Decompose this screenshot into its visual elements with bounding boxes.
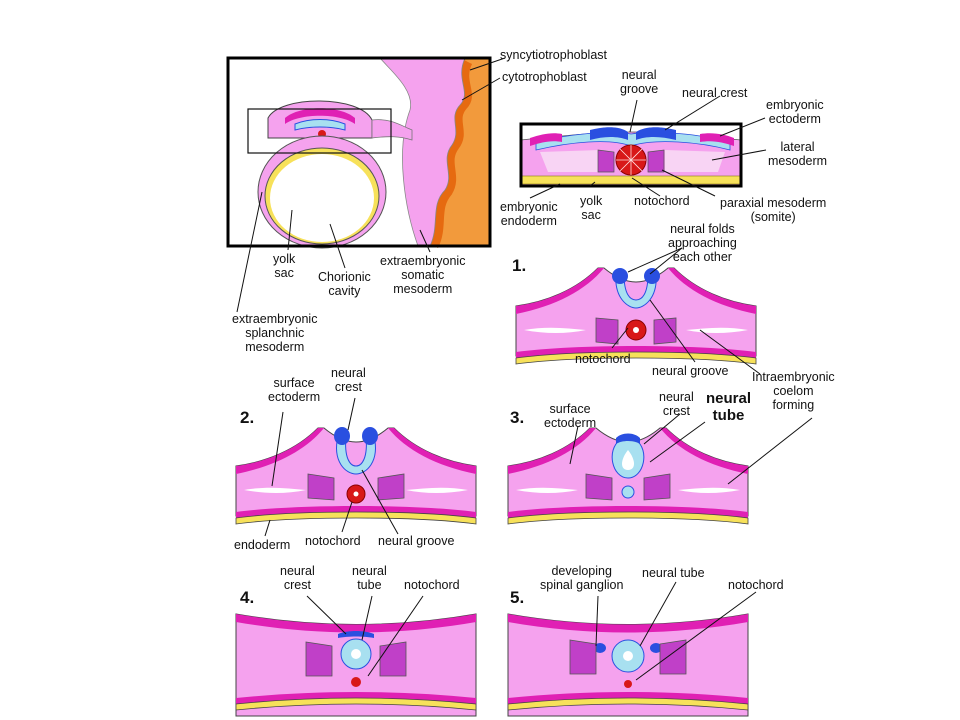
label-lateral-mesoderm: lateral mesoderm xyxy=(768,140,828,168)
label-embryonic-endoderm: embryonic endoderm xyxy=(500,200,558,228)
label-s5-neural-tube: neural tube xyxy=(642,566,705,580)
label-yolk-sac: yolk sac xyxy=(273,252,296,280)
label-s2-surface-ectoderm: surface ectoderm xyxy=(268,376,321,404)
stage2-neural-crest-right xyxy=(362,427,378,445)
label-s1-notochord: notochord xyxy=(575,352,631,366)
label-chorionic-cavity: Chorionic cavity xyxy=(318,270,371,298)
stage4-notochord xyxy=(351,677,361,687)
stage2-neural-crest-left xyxy=(334,427,350,445)
zoom-panel xyxy=(519,122,743,188)
zoom-ectoderm-cells xyxy=(530,127,734,151)
label-top-neural-groove: neural groove xyxy=(620,68,659,96)
overview-frame xyxy=(226,56,492,248)
label-s4-notochord: notochord xyxy=(404,578,460,592)
leader-lines xyxy=(236,57,813,681)
label-neural-folds: neural folds approaching each other xyxy=(668,222,737,264)
label-s2-neural-crest: neural crest xyxy=(331,366,366,394)
stage2-number: 2. xyxy=(240,408,255,427)
zoom-endoderm-row xyxy=(520,175,742,185)
overview-highlight-box xyxy=(247,108,392,154)
stage3-notochord xyxy=(621,485,635,499)
stage5-spinal-ganglion-right xyxy=(650,643,662,653)
stage5-section xyxy=(507,613,749,717)
stage1-number: 1. xyxy=(512,256,527,275)
extraembryonic-somatic-mesoderm xyxy=(379,57,466,247)
overview-embryo xyxy=(257,100,413,249)
stage1-section xyxy=(515,267,757,365)
label-intraembryonic-coelom: Intraembryonic coelom forming xyxy=(752,370,835,412)
label-paraxial-mesoderm: paraxial mesoderm (somite) xyxy=(720,196,827,224)
stage2-section xyxy=(235,427,477,525)
label-extraembryonic-somatic: extraembryonic somatic mesoderm xyxy=(380,254,466,296)
label-embryonic-ectoderm: embryonic ectoderm xyxy=(766,98,824,126)
stage1-neural-fold-right xyxy=(644,268,660,284)
label-syncytiotrophoblast: syncytiotrophoblast xyxy=(500,48,608,62)
label-s5-developing-ganglion: developing spinal ganglion xyxy=(540,564,624,592)
label-cytotrophoblast: cytotrophoblast xyxy=(502,70,587,84)
stage4-number: 4. xyxy=(240,588,255,607)
label-top-neural-crest: neural crest xyxy=(682,86,748,100)
overview-panel xyxy=(226,56,492,249)
label-s2-endoderm: endoderm xyxy=(234,538,291,552)
label-s3-neural-crest: neural crest xyxy=(659,390,694,418)
label-s3-surface-ectoderm: surface ectoderm xyxy=(544,402,597,430)
label-s4-neural-tube: neural tube xyxy=(352,564,387,592)
stage4-section xyxy=(235,613,477,717)
stage1-neural-fold-left xyxy=(612,268,628,284)
label-top-notochord: notochord xyxy=(634,194,690,208)
label-top-yolk-sac: yolk sac xyxy=(580,194,603,222)
stage3-section xyxy=(507,427,749,525)
label-s2-neural-groove: neural groove xyxy=(378,534,455,548)
label-s5-notochord: notochord xyxy=(728,578,784,592)
stage3-neural-crest xyxy=(616,433,640,444)
stage5-notochord xyxy=(624,680,632,688)
label-extraembryonic-splanchnic: extraembryonic splanchnic mesoderm xyxy=(232,312,318,354)
stage5-spinal-ganglion-left xyxy=(594,643,606,653)
stage5-number: 5. xyxy=(510,588,525,607)
label-s1-neural-groove: neural groove xyxy=(652,364,729,378)
label-s2-notochord: notochord xyxy=(305,534,361,548)
cytotrophoblast-layer xyxy=(429,59,473,249)
stage3-number: 3. xyxy=(510,408,525,427)
label-s4-neural-crest: neural crest xyxy=(280,564,315,592)
label-s3-neural-tube: neural tube xyxy=(706,390,752,424)
stage4-neural-crest xyxy=(338,631,374,638)
